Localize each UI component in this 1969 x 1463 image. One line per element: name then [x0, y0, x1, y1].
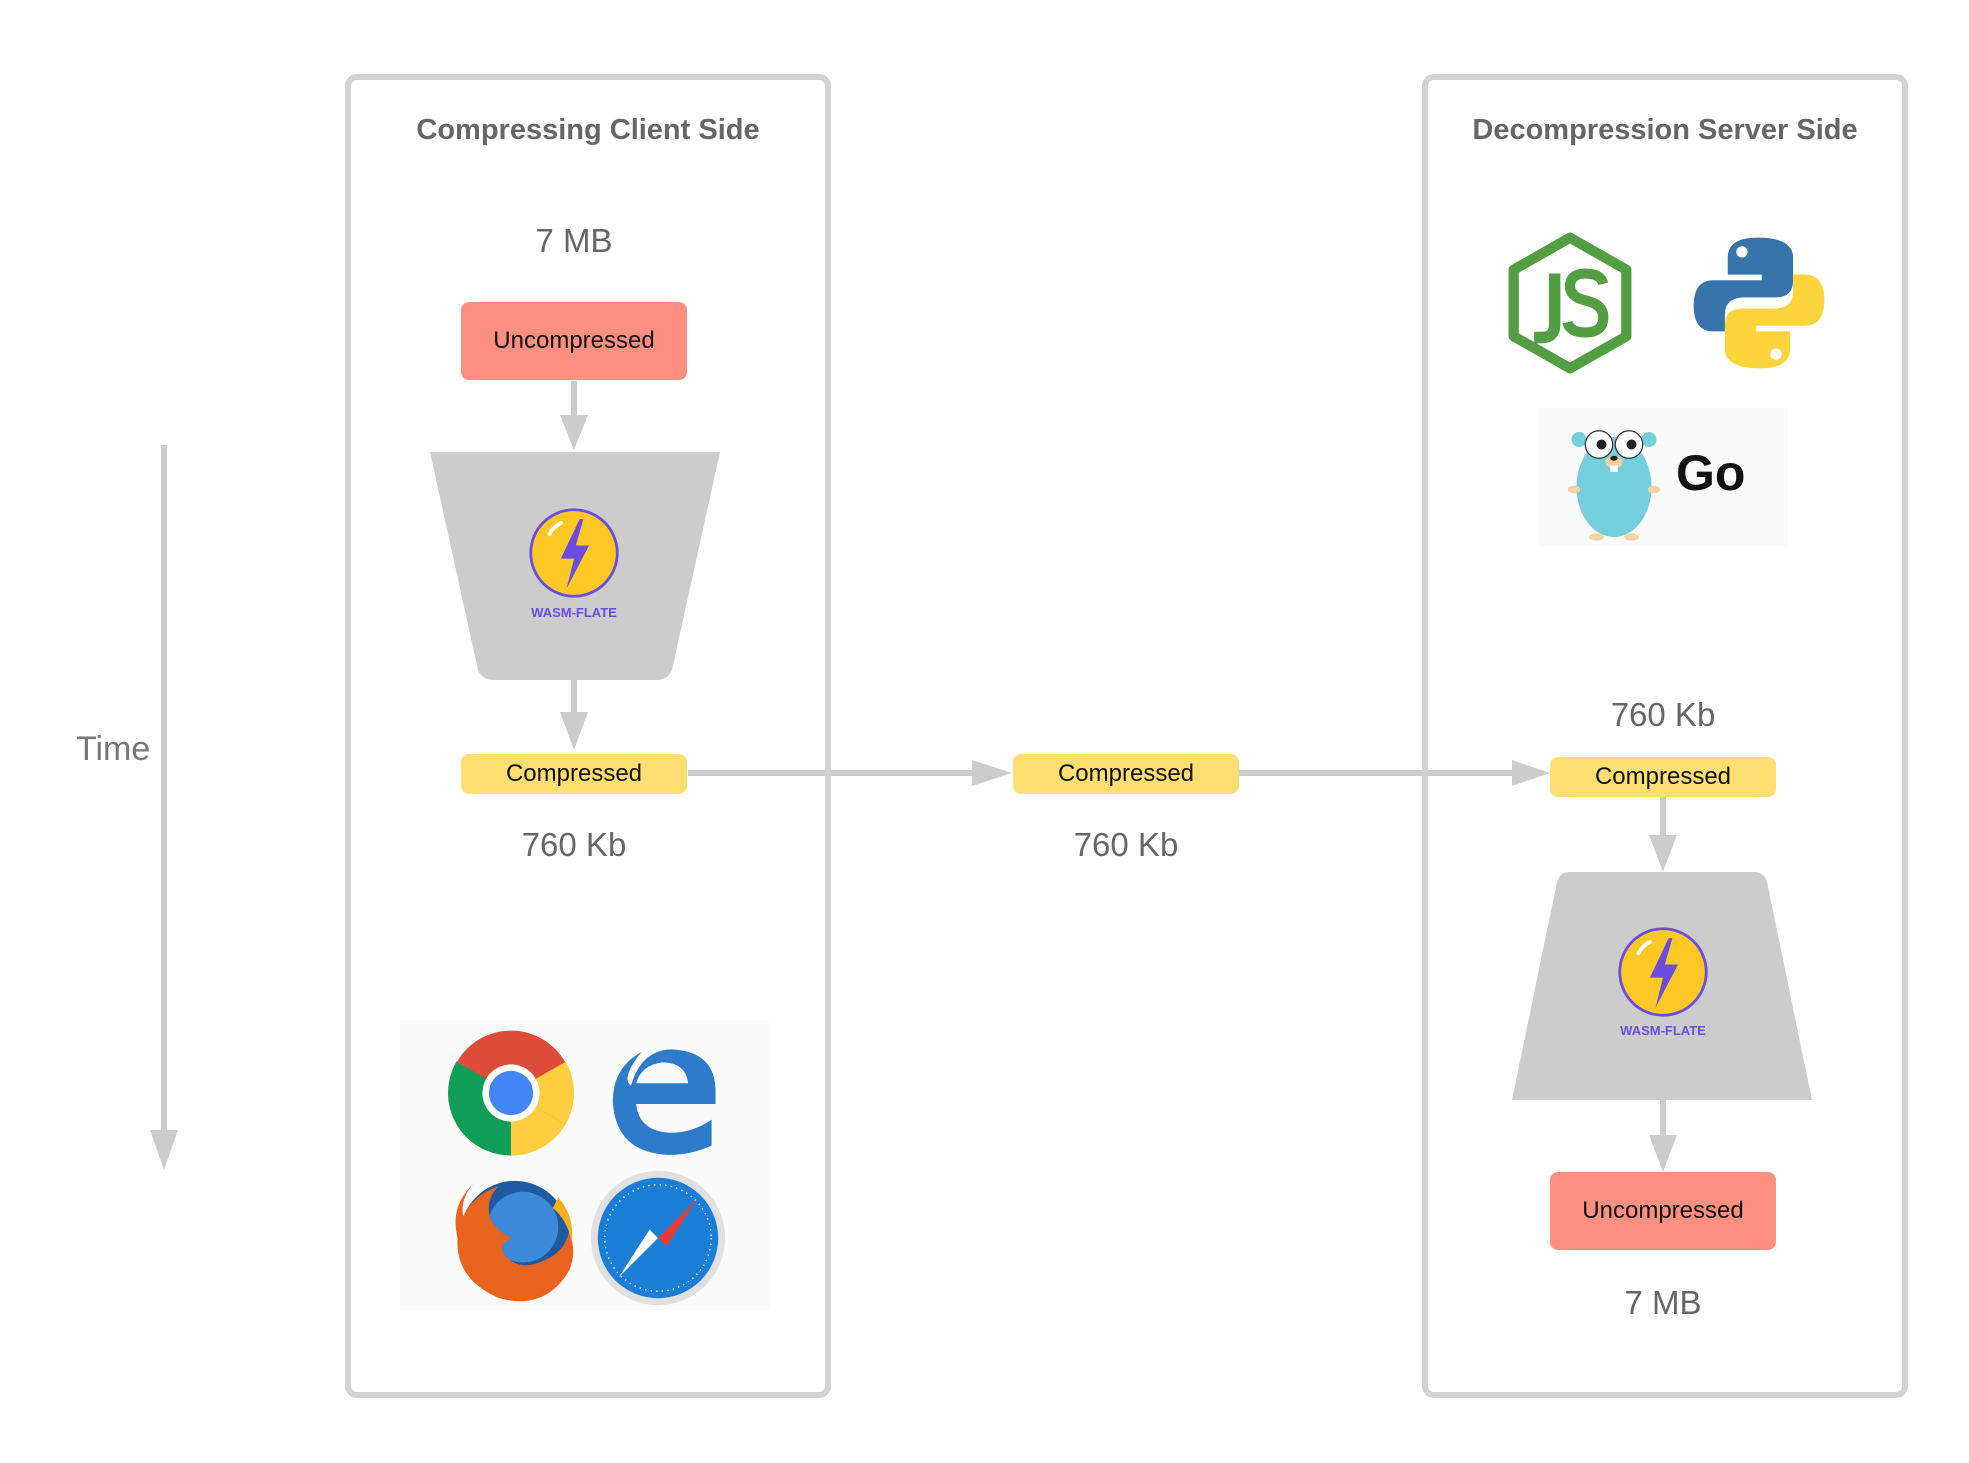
- time-axis-arrow: [150, 445, 178, 1170]
- client-compressed-block: Compressed: [461, 754, 687, 794]
- client-panel-title: Compressing Client Side: [416, 114, 760, 146]
- client-uncompressed-block: Uncompressed: [461, 302, 687, 380]
- server-decompressor-label: WASM-FLATE: [1620, 1023, 1706, 1038]
- client-arrow-to-compressed: [560, 680, 588, 750]
- server-input-size: 760 Kb: [1610, 696, 1716, 733]
- client-compressor-label: WASM-FLATE: [531, 605, 617, 620]
- client-arrow-to-compressor: [560, 381, 588, 450]
- wasm-flate-logo-icon: [1616, 925, 1710, 1019]
- server-panel: Decompression Server Side: [1422, 74, 1908, 1398]
- server-arrow-to-uncompressed: [1649, 1100, 1677, 1172]
- server-arrow-to-decompressor: [1649, 797, 1677, 872]
- gopher-icon: [1564, 412, 1664, 542]
- client-output-size: 760 Kb: [521, 826, 627, 863]
- client-panel: Compressing Client Side: [345, 74, 831, 1398]
- nodejs-icon: [1506, 232, 1634, 374]
- server-compressed-block: Compressed: [1550, 757, 1776, 797]
- time-label: Time: [76, 730, 151, 768]
- transfer-compressed-block: Compressed: [1013, 754, 1239, 794]
- safari-icon: [588, 1168, 728, 1308]
- transfer-arrow-2: [1238, 760, 1550, 786]
- go-label: Go: [1676, 445, 1746, 501]
- server-uncompressed-block: Uncompressed: [1550, 1172, 1776, 1250]
- firefox-icon: [444, 1170, 580, 1306]
- browser-icons-group: [400, 1020, 770, 1310]
- server-panel-title: Decompression Server Side: [1472, 114, 1858, 146]
- chrome-icon: [446, 1028, 576, 1158]
- edge-icon: [592, 1024, 722, 1158]
- python-icon: [1688, 230, 1830, 376]
- wasm-flate-logo-icon: [527, 506, 621, 600]
- go-gopher-icon: Go: [1538, 408, 1788, 546]
- client-input-size: 7 MB: [535, 222, 613, 259]
- server-output-size: 7 MB: [1624, 1284, 1702, 1321]
- transfer-size: 760 Kb: [1073, 826, 1179, 863]
